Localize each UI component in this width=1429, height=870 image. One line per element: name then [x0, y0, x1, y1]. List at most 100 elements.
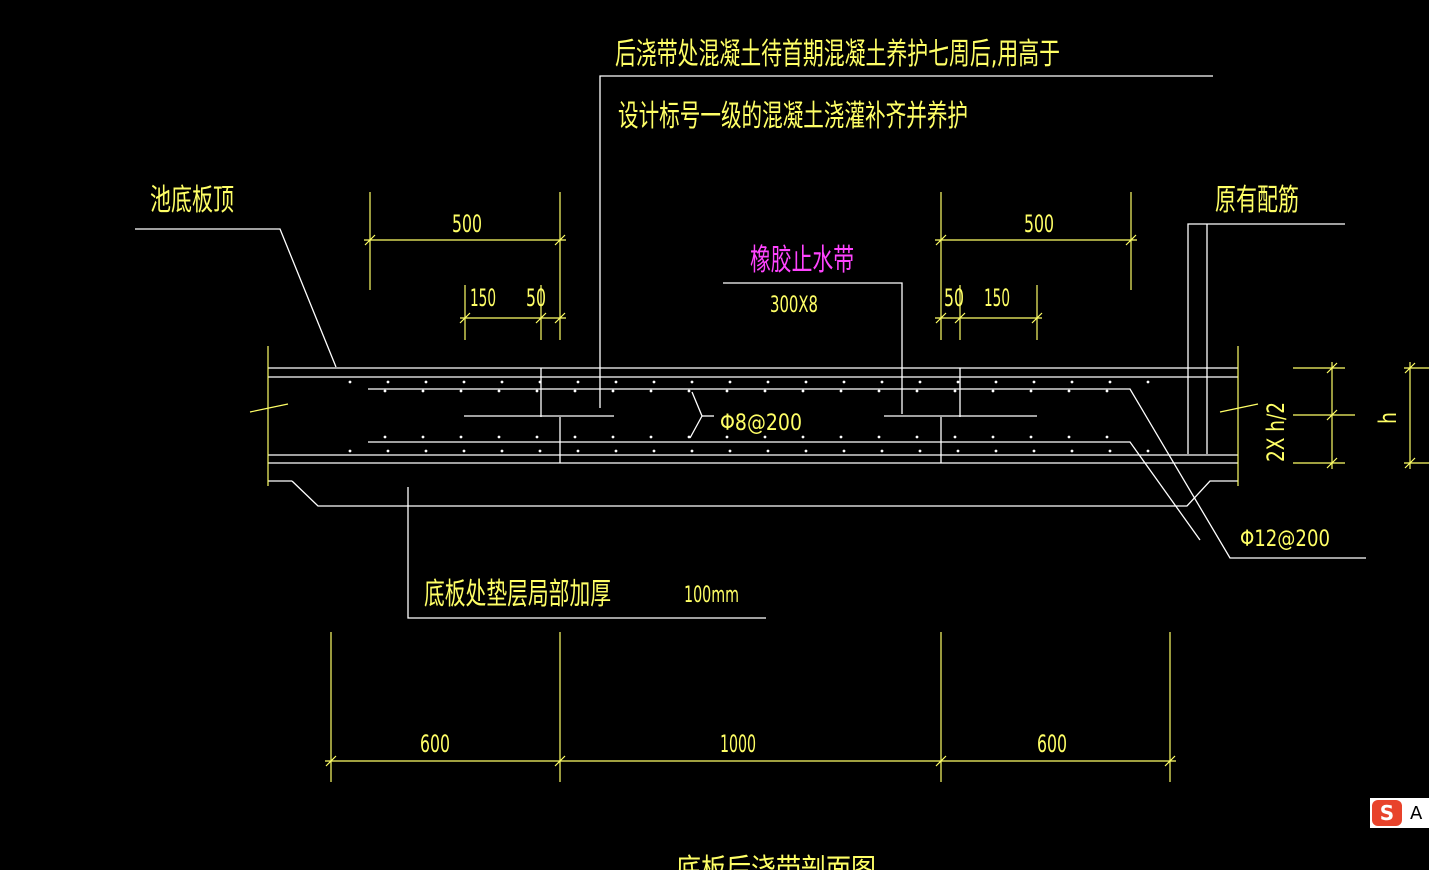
rebar-dot [956, 380, 960, 384]
rebar-dot [611, 389, 615, 393]
dim-bottom-right: 600 [1037, 730, 1067, 758]
rebar-dot [918, 380, 922, 384]
rebar-dot [462, 380, 466, 384]
rebar-dot [1105, 389, 1109, 393]
rebar-dot [614, 380, 618, 384]
rebar-dot [994, 380, 998, 384]
rebar-dot [953, 435, 957, 439]
ime-mode-indicator[interactable]: A [1410, 802, 1423, 824]
rebar-dot [348, 449, 352, 453]
rebar-dot [500, 449, 504, 453]
rebar-dot [763, 435, 767, 439]
rebar-dot [459, 389, 463, 393]
rebar-dot [614, 449, 618, 453]
dim-bottom-mid: 1000 [720, 730, 756, 758]
rebar-dot [763, 389, 767, 393]
rebar-dot [459, 435, 463, 439]
dim-right-total: h [1374, 412, 1402, 424]
rebar-dot [1032, 380, 1036, 384]
rebar-dot [991, 435, 995, 439]
rebar-dot [918, 449, 922, 453]
rebar-dot [1108, 449, 1112, 453]
rebar-dot [766, 449, 770, 453]
rebar-dot [880, 380, 884, 384]
dim-top-right-b: 150 [984, 284, 1010, 312]
rebar-dot [915, 435, 919, 439]
rebar-dot [1070, 380, 1074, 384]
rebar-dot [801, 389, 805, 393]
dim-top-right-a: 50 [944, 284, 964, 312]
rebar-dot [611, 435, 615, 439]
rebar-dot [386, 449, 390, 453]
rebar-dots [348, 380, 1150, 453]
rebar-dot [725, 435, 729, 439]
dim-right-half: 2X h/2 [1262, 402, 1290, 462]
ime-status-badge[interactable]: S A [1370, 798, 1429, 828]
rebar-dot [386, 380, 390, 384]
rebar-dot [687, 435, 691, 439]
rebar-dot [1067, 389, 1071, 393]
rebar-dot [497, 435, 501, 439]
main-rebar-label: Φ12@200 [1240, 527, 1330, 552]
rebar-dot [1146, 380, 1150, 384]
rebar-dot [1105, 435, 1109, 439]
rebar-dot [728, 449, 732, 453]
rebar-dot [649, 389, 653, 393]
rebar-dot [538, 449, 542, 453]
rebar-dot [383, 435, 387, 439]
rebar-dot [573, 389, 577, 393]
rebar-dot [839, 435, 843, 439]
rebar-dot [497, 389, 501, 393]
rebar-dot [804, 380, 808, 384]
rebar-dot [421, 389, 425, 393]
sogou-ime-icon[interactable]: S [1372, 800, 1402, 826]
dim-top-left-b: 50 [526, 284, 546, 312]
rebar-dot [535, 389, 539, 393]
waterstop-size-label: 300X8 [770, 293, 818, 318]
pour-note-line1: 后浇带处混凝土待首期混凝土养护七周后,用高于 [615, 37, 1060, 72]
rebar-dot [424, 449, 428, 453]
rebar-dot [880, 449, 884, 453]
rebar-dot [839, 389, 843, 393]
rebar-dot [804, 449, 808, 453]
rebar-dot [538, 380, 542, 384]
rebar-dot [1067, 435, 1071, 439]
rebar-dot [1032, 449, 1036, 453]
rebar-dot [1108, 380, 1112, 384]
rebar-dot [1029, 435, 1033, 439]
rebar-dot [421, 435, 425, 439]
cushion-thickness-label: 100mm [684, 583, 739, 608]
waterstop-label: 橡胶止水带 [750, 243, 854, 278]
dim-top-left-total: 500 [452, 210, 482, 238]
rebar-dot [801, 435, 805, 439]
rebar-dot [725, 389, 729, 393]
rebar-dot [649, 435, 653, 439]
rebar-dot [500, 380, 504, 384]
rebar-dot [576, 380, 580, 384]
rebar-dot [953, 389, 957, 393]
structure-lines [135, 75, 1366, 619]
rebar-dot [573, 435, 577, 439]
rebar-dot [687, 389, 691, 393]
rebar-dot [994, 449, 998, 453]
rebar-dot [991, 389, 995, 393]
rebar-dot [1146, 449, 1150, 453]
rebar-dot [576, 449, 580, 453]
bottom-title: 底板后浇带剖面图 [676, 853, 876, 870]
rebar-dot [842, 449, 846, 453]
rebar-dot [690, 449, 694, 453]
rebar-dot [652, 449, 656, 453]
pour-note-line2: 设计标号一级的混凝土浇灌补齐并养护 [618, 99, 968, 134]
rebar-dot [690, 380, 694, 384]
rebar-dot [348, 380, 352, 384]
rebar-dot [535, 435, 539, 439]
rebar-dot [728, 380, 732, 384]
existing-rebar-label: 原有配筋 [1215, 183, 1299, 218]
rebar-dot [462, 449, 466, 453]
cushion-note-label: 底板处垫层局部加厚 [424, 577, 611, 612]
dimension-lines [249, 192, 1429, 782]
rebar-dot [842, 380, 846, 384]
dim-top-left-a: 150 [470, 284, 496, 312]
rebar-dot [877, 389, 881, 393]
dim-bottom-left: 600 [420, 730, 450, 758]
